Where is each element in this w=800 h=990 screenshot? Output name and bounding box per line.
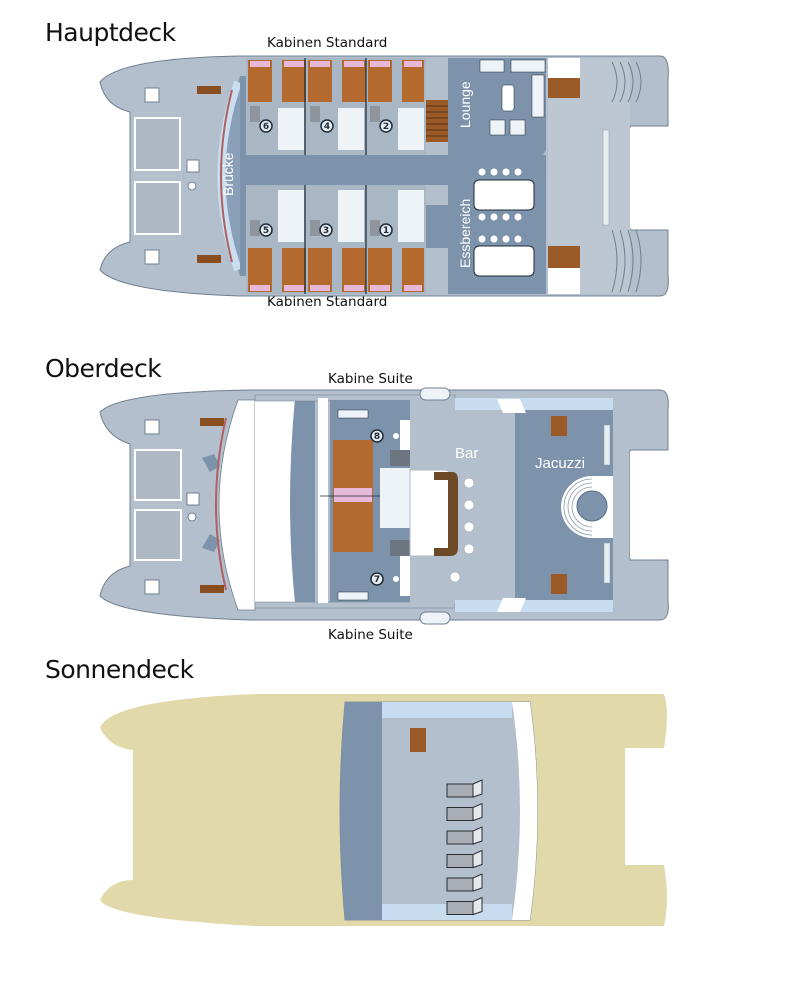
trampoline-net-upper [134,117,181,171]
sun-lounger-icon [446,849,483,869]
dining-chairs [478,168,522,243]
armchair-icon [489,119,506,136]
dining-table-icon [473,179,535,211]
lounge-dining-area [426,58,546,294]
svg-text:6: 6 [263,122,269,132]
cabin-number-1[interactable]: 1 [379,223,393,237]
stairs-icon [200,418,224,426]
tender-icon [419,611,451,625]
trampoline-net-lower [134,181,181,235]
sofa-icon [479,59,505,73]
svg-text:4: 4 [324,122,330,132]
cabin-number-5[interactable]: 5 [259,223,273,237]
railing-bench [602,129,610,226]
sofa-icon [531,74,545,118]
bar-stools [449,477,475,583]
dining-table-icon [473,245,535,277]
cabins-top-row [248,60,424,150]
cabin-number-7[interactable]: 7 [370,572,384,586]
hatch-icon [144,87,160,103]
sun-lounger-icon [446,873,483,892]
bar-counter [434,472,458,556]
stairs-icon [197,255,221,263]
label-kabine-suite-top: Kabine Suite [328,371,413,387]
oberdeck-plan: 8 7 Bar Jacuzzi [99,387,670,625]
svg-text:8: 8 [374,432,380,442]
svg-text:7: 7 [374,575,380,585]
deck-title-sonnendeck: Sonnendeck [45,655,194,684]
forward-deck [218,399,256,611]
sun-lounger-icon [446,802,483,822]
jacuzzi-icon [576,490,608,522]
label-bruecke: Brücke [220,152,236,196]
sofa-icon [510,59,546,73]
deck-title-hauptdeck: Hauptdeck [45,18,176,47]
hauptdeck-plan: Brücke [99,55,670,297]
sun-lounger-icon [446,779,483,798]
cabin-number-6[interactable]: 6 [259,119,273,133]
label-lounge: Lounge [457,81,473,128]
hatch-icon [186,159,200,173]
stairs-icon [551,574,567,594]
cabin-number-8[interactable]: 8 [370,429,384,443]
sonnendeck-plan [100,694,667,926]
cabin-number-4[interactable]: 4 [320,119,334,133]
stairs-icon [200,585,224,593]
suite-bathroom [380,468,410,528]
stairs-icon [410,728,426,752]
svg-text:1: 1 [383,226,389,236]
svg-text:5: 5 [263,226,269,236]
stairs-icon [548,246,580,268]
deck-title-oberdeck: Oberdeck [45,354,162,383]
hatch-icon [144,579,160,595]
stairs-icon [551,416,567,436]
stairs-icon [197,86,221,94]
svg-text:2: 2 [383,122,389,132]
sun-lounger-icon [446,826,483,845]
label-jacuzzi: Jacuzzi [535,455,585,472]
label-bar: Bar [455,445,478,462]
hatch-icon [144,249,160,265]
coffee-table-icon [501,84,515,112]
cabins-bottom-row [248,190,424,292]
bollard-icon [187,181,197,191]
tender-icon [419,387,451,401]
bollard-icon [187,512,197,522]
stairs-icon [426,100,448,142]
hatch-icon [144,419,160,435]
sun-lounger-icon [446,896,483,916]
armchair-icon [509,119,526,136]
label-essbereich: Essbereich [457,199,473,268]
label-kabine-suite-bottom: Kabine Suite [328,627,413,643]
svg-text:3: 3 [323,226,329,236]
cabin-number-3[interactable]: 3 [319,223,333,237]
hatch-icon [186,492,200,506]
label-kabinen-standard-bottom: Kabinen Standard [267,294,388,310]
label-kabinen-standard-top: Kabinen Standard [267,35,388,51]
cabin-number-2[interactable]: 2 [379,119,393,133]
stairs-icon [548,78,580,98]
sun-loungers [446,779,483,916]
